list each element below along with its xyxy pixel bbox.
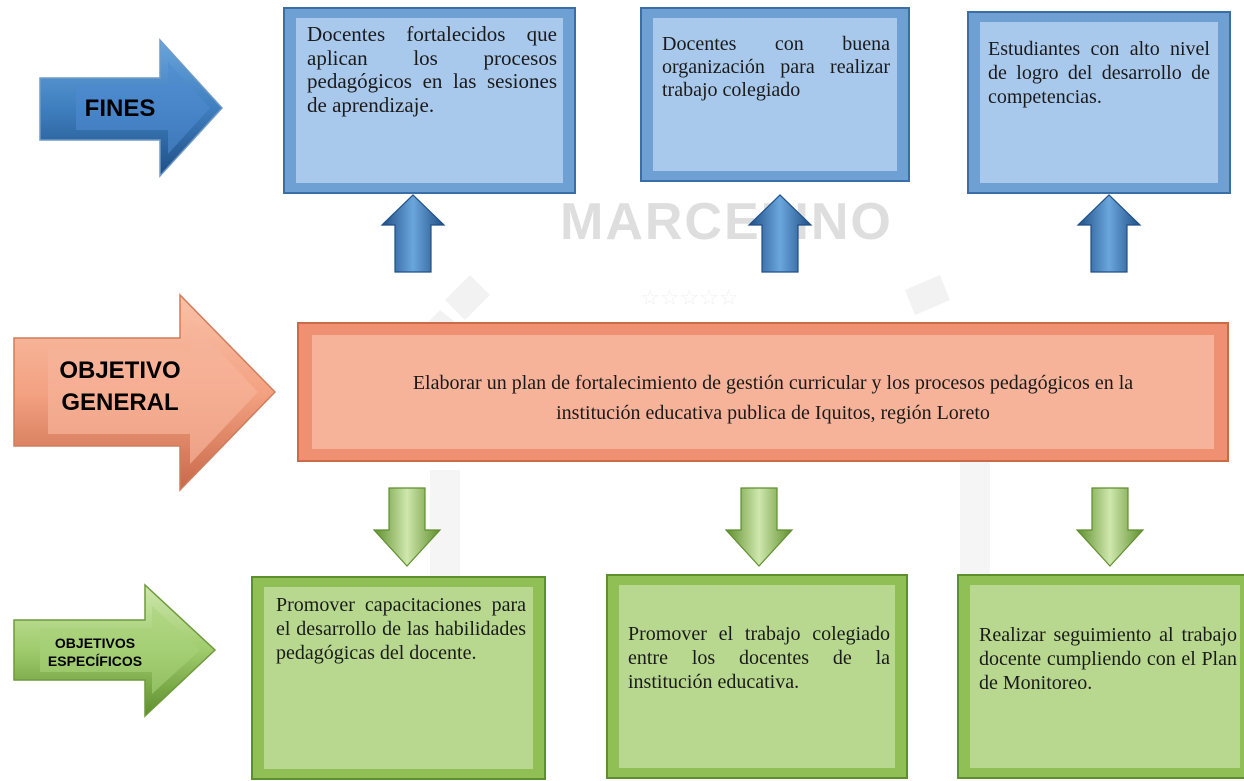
objetivos-especificos-label: OBJETIVOS ESPECÍFICOS [40, 634, 150, 670]
fines-label: FINES [84, 95, 156, 122]
objetivo-general-label-line1: OBJETIVO [59, 357, 181, 384]
objetivos-especificos-arrow [13, 583, 217, 718]
objetivo-especifico-box-3-frame [957, 574, 1244, 779]
fines-text-1: Docentes fortalecidos que aplican los pr… [307, 22, 557, 117]
fines-box-1-frame [283, 7, 576, 194]
fines-box-3-frame [967, 11, 1231, 194]
watermark-seal: ☆☆☆☆☆ [410, 275, 990, 600]
objetivos-especificos-label-line2: ESPECÍFICOS [47, 653, 143, 669]
objetivo-especifico-text-2: Promover el trabajo colegiado entre los … [628, 623, 890, 693]
fines-box-2-frame [640, 7, 910, 182]
objetivo-especifico-box-2-frame [606, 574, 908, 779]
objetivo-especifico-box-1-frame [251, 576, 546, 780]
objetivo-general-label-line2: GENERAL [61, 389, 179, 416]
objetivo-general-text: Elaborar un plan de fortalecimiento de g… [412, 372, 1134, 424]
fines-text-3: Estudiantes con alto nivel de logro del … [988, 38, 1210, 108]
down-arrow-2 [724, 487, 794, 567]
fines-text-2: Docentes con buena organización para rea… [662, 33, 890, 101]
objetivo-especifico-text-1: Promover capacitaciones para el desarrol… [276, 594, 526, 664]
objetivo-especifico-text-3: Realizar seguimiento al trabajo docente … [979, 624, 1237, 694]
objetivo-general-frame [297, 322, 1229, 462]
down-arrow-1 [372, 487, 442, 567]
up-arrow-1 [380, 194, 446, 273]
svg-text:☆☆☆☆☆: ☆☆☆☆☆ [640, 286, 739, 311]
up-arrow-2 [747, 194, 813, 273]
objetivos-especificos-label-line1: OBJETIVOS [54, 635, 136, 651]
fines-arrow [39, 38, 224, 178]
objetivo-general-label: OBJETIVO GENERAL [40, 355, 200, 419]
up-arrow-3 [1076, 194, 1142, 273]
watermark-text: MARCELINO [560, 193, 893, 251]
objetivo-general-arrow [13, 293, 277, 492]
down-arrow-3 [1075, 487, 1145, 567]
